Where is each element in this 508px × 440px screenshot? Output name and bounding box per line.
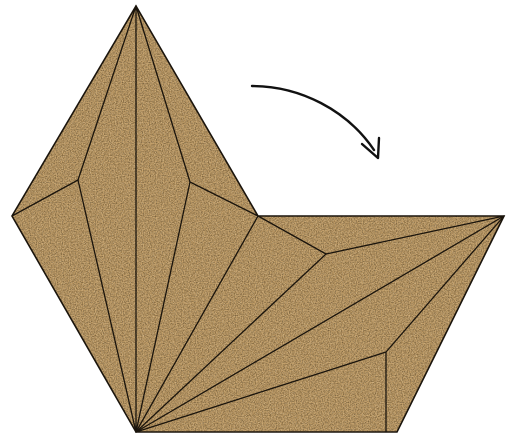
curved-arrow-icon (252, 86, 379, 158)
